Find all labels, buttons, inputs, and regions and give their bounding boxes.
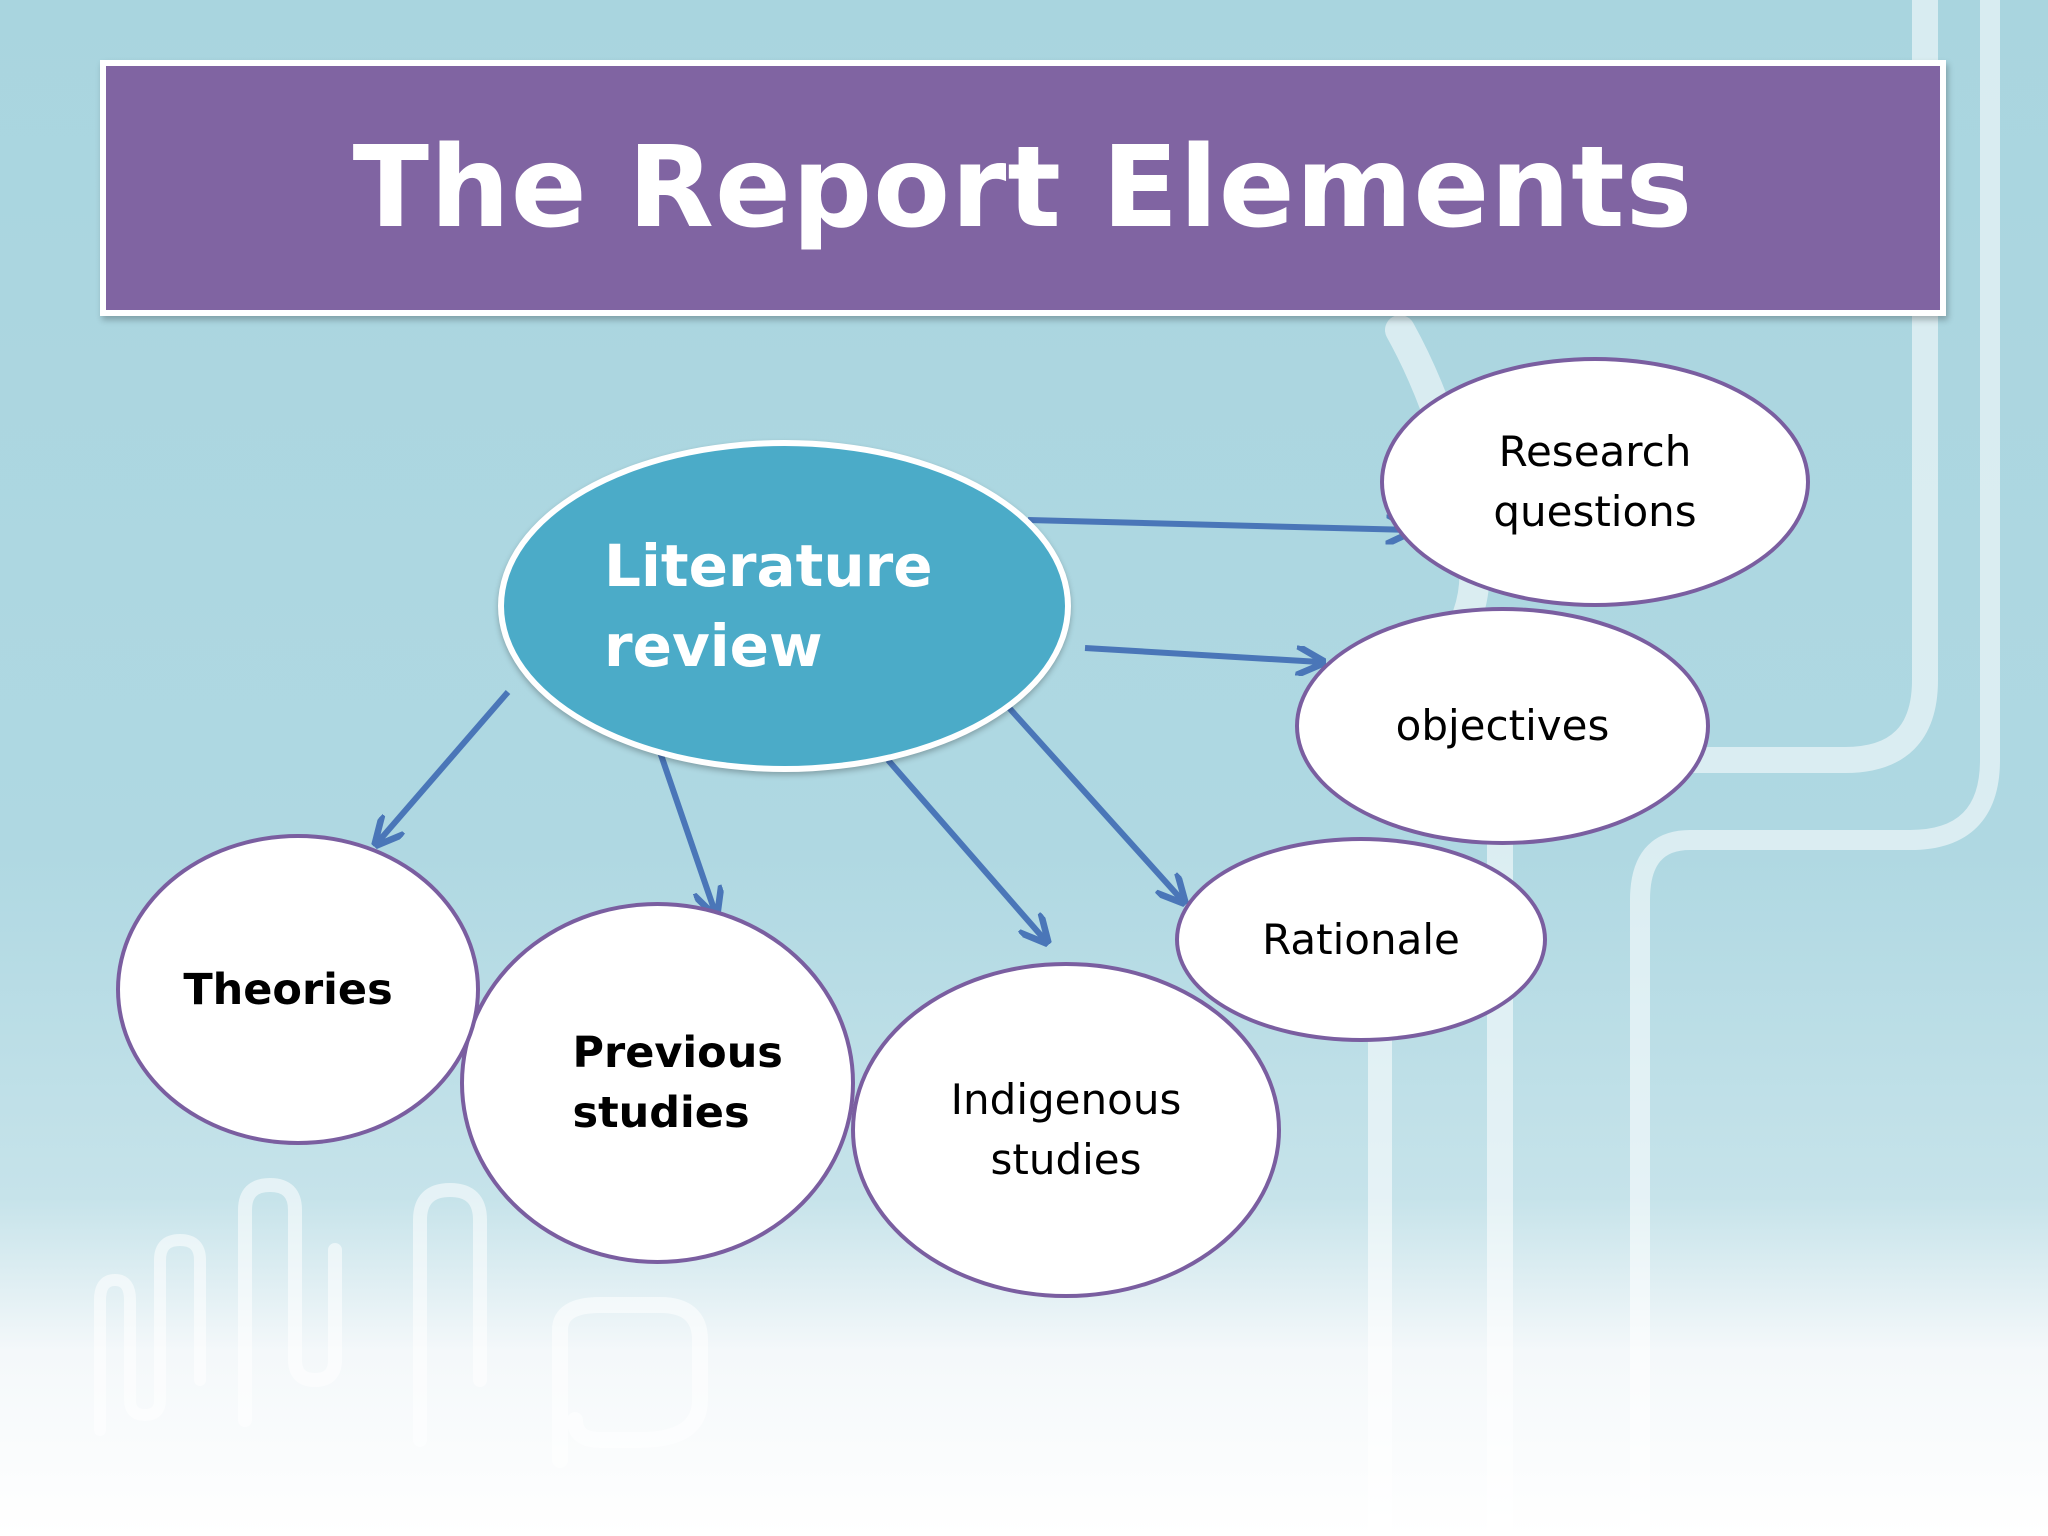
- arrow-to-rationale: [999, 697, 1182, 900]
- research-questions-node: Research questions: [1380, 357, 1810, 607]
- objectives-node: objectives: [1295, 607, 1710, 845]
- slide-title: The Report Elements: [352, 123, 1694, 253]
- previous-studies-node: Previous studies: [460, 902, 855, 1264]
- literature-review-label: Literature review: [604, 532, 933, 680]
- arrow-to-indigenous-studies: [885, 758, 1045, 940]
- indigenous-studies-label: Indigenous studies: [950, 1075, 1182, 1184]
- theories-label: Theories: [183, 964, 393, 1015]
- title-banner: The Report Elements: [100, 60, 1946, 316]
- previous-studies-label: Previous studies: [572, 1028, 783, 1138]
- research-questions-label: Research questions: [1493, 427, 1697, 536]
- objectives-label: objectives: [1395, 701, 1610, 750]
- arrow-to-research-questions: [1027, 520, 1410, 530]
- rationale-node: Rationale: [1175, 837, 1547, 1042]
- theories-node: Theories: [116, 834, 480, 1145]
- indigenous-studies-node: Indigenous studies: [851, 962, 1281, 1298]
- arrow-to-previous-studies: [657, 751, 715, 912]
- literature-review-node: Literature review: [498, 440, 1071, 772]
- rationale-label: Rationale: [1262, 914, 1460, 964]
- arrow-to-objectives: [1084, 645, 1320, 662]
- arrow-to-theories: [378, 690, 511, 842]
